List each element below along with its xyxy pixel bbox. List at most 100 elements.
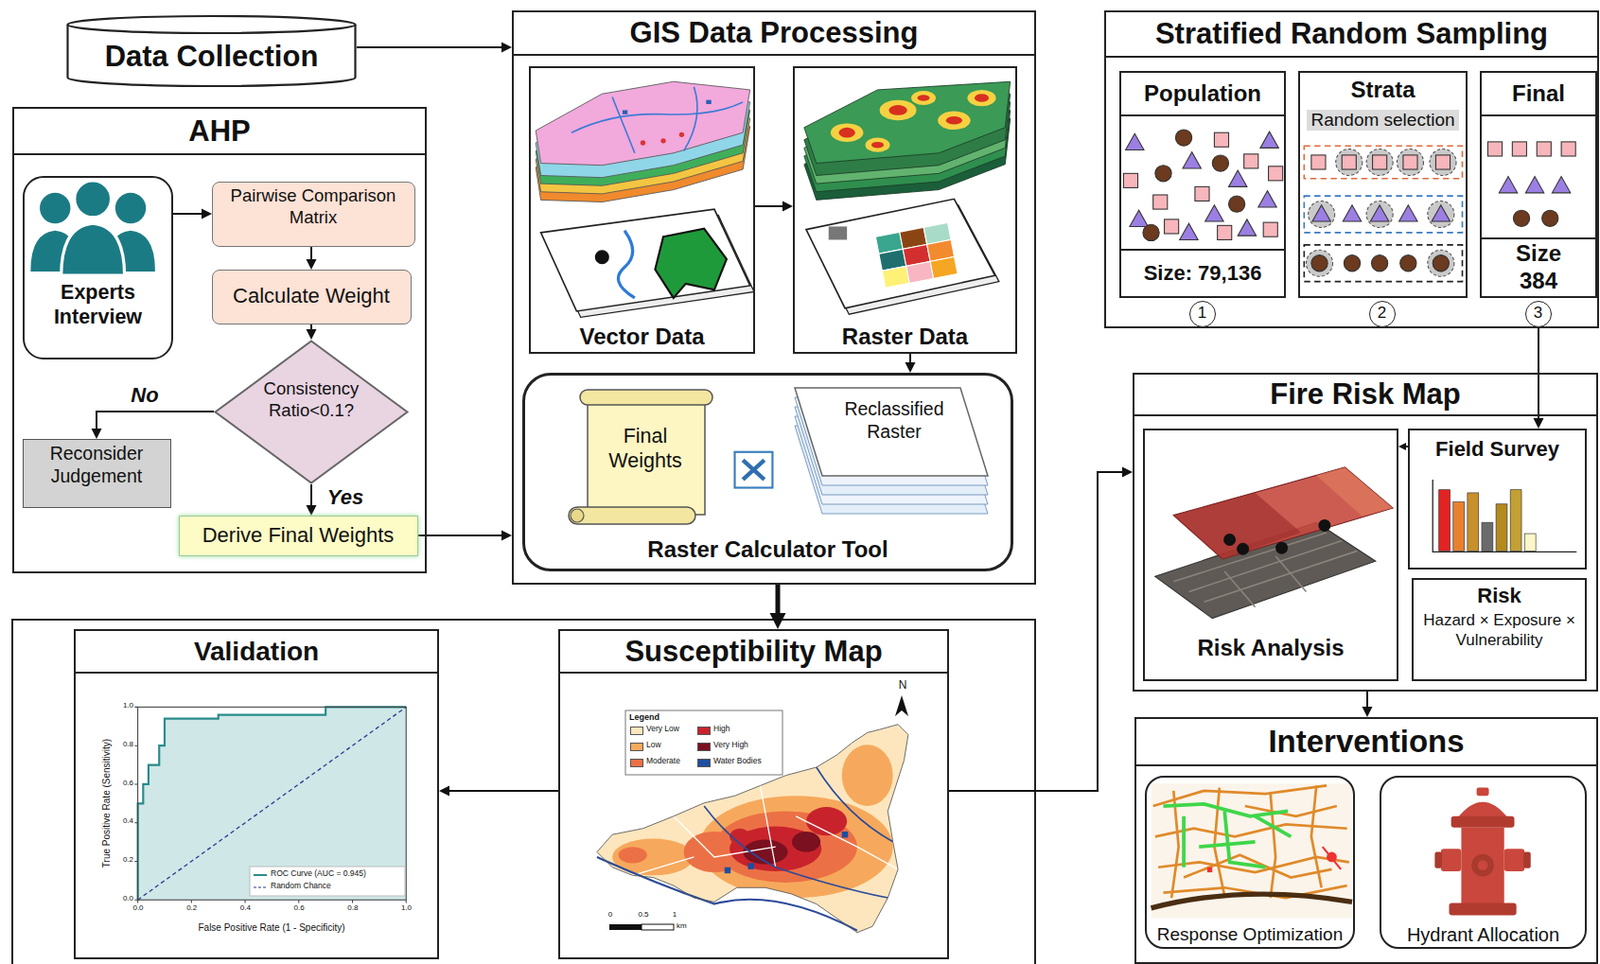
node-text: Susceptibility Map (624, 633, 882, 669)
population-shapes-part (1129, 210, 1148, 227)
connector-line (775, 584, 781, 615)
tick-label: 0.4 (233, 903, 257, 915)
text-box: Population (1121, 72, 1284, 117)
node-text: Vector Data (579, 323, 704, 352)
susceptibility-map-part-part (729, 828, 751, 845)
legend-text: ROC Curve (AUC = 0.945) (270, 869, 404, 881)
text-box: Data Collection (66, 28, 357, 86)
scroll-shape-part (568, 507, 696, 525)
final-shapes-part (1498, 176, 1517, 194)
strata-shapes-part (1372, 155, 1388, 170)
road-map-part (1162, 804, 1291, 868)
arrowhead (306, 329, 317, 340)
experts-icon-part (74, 180, 112, 218)
legend-text: High (713, 724, 780, 738)
population-shapes-part (1123, 173, 1138, 188)
road-map-part (1151, 783, 1353, 918)
image-box: Risk Analysis (1142, 428, 1399, 682)
connector (306, 324, 317, 340)
scaled-art (30, 81, 1577, 932)
experts-icon-part (61, 223, 125, 276)
strata-shapes-part (1303, 245, 1462, 282)
tick-label: 1.0 (109, 701, 134, 713)
risk-layers-part (1173, 492, 1302, 560)
scroll-shape-part (580, 389, 713, 405)
text-box: Hydrant Allocation (1381, 922, 1585, 948)
vector-sheet-part (654, 228, 726, 299)
panel: Susceptibility Map (558, 629, 950, 960)
panel: Validation (73, 629, 440, 960)
connector (356, 42, 512, 53)
susceptibility-map-part-part (618, 846, 648, 863)
connector (418, 530, 512, 542)
population-shapes-part (1212, 155, 1229, 172)
arrowhead (1398, 442, 1407, 451)
raster-sheet-part (806, 198, 996, 308)
multiply-symbol-part (742, 459, 765, 479)
node-text: Random selection (1306, 109, 1459, 132)
node-text: Size 384 (1509, 240, 1568, 296)
strata-shapes-part (1305, 249, 1333, 277)
strata-shapes-part (1311, 155, 1326, 170)
tick-label: 0.0 (126, 903, 150, 915)
raster-layers-part-part (865, 138, 891, 153)
strata-shapes-part (1432, 255, 1449, 272)
connector-line (96, 411, 214, 430)
vector-sheet-part (541, 209, 751, 312)
arrowhead (782, 201, 793, 212)
text-box: Calculate Weight (216, 272, 406, 321)
vector-layers-part (640, 140, 646, 145)
edge-label: No (121, 383, 169, 408)
raster-layers-part-part (917, 94, 931, 101)
node-text: Calculate Weight (232, 283, 390, 309)
text-box: Susceptibility Map (560, 631, 948, 674)
page-art-part (609, 924, 642, 931)
strata-shapes-part (1431, 205, 1450, 222)
node-text: AHP (188, 113, 250, 149)
node-text: Consistency Ratio<0.1? (247, 378, 375, 421)
population-shapes-part (1205, 205, 1224, 222)
text-box: Raster Data (794, 321, 1016, 352)
raster-sheet-part-part (930, 256, 958, 279)
legend-text: Random Chance (270, 881, 404, 894)
vector-layers-part (679, 132, 685, 138)
scale-label: km (676, 921, 698, 933)
node-text: Risk Analysis (1196, 634, 1344, 663)
panel: GIS Data ProcessingVector Data Raster Dat… (511, 10, 1037, 585)
connector-line (755, 205, 784, 208)
connector-line (949, 472, 1124, 792)
road-map-part-part (1153, 785, 1327, 807)
text-box: Field Survey (1409, 434, 1585, 465)
text-box: AHP (14, 108, 425, 156)
legend-text: Water Bodies (713, 756, 780, 770)
callout-number: 2 (1369, 300, 1396, 328)
population-shapes-part (1263, 222, 1278, 237)
raster-layers-part (830, 89, 997, 153)
text-box: Validation (75, 631, 438, 674)
process-box: Calculate Weight (211, 269, 412, 325)
vector-layers-part (660, 138, 666, 143)
strata-shapes-part (1371, 255, 1389, 272)
sample-box: StrataRandom selection (1298, 70, 1468, 299)
node-text: Risk (1476, 583, 1521, 609)
hydrant-part (1471, 854, 1495, 878)
process-box: Reconsider Judgement (22, 439, 172, 509)
page-art-part (253, 886, 267, 888)
hydrant-part (1523, 852, 1531, 869)
population-shapes-part (1175, 129, 1192, 146)
node-text: GIS Data Processing (630, 15, 919, 51)
text-box: Fire Risk Map (1134, 374, 1597, 417)
node-text: Pairwise Comparison Matrix (216, 185, 410, 228)
strata-shapes-part (1303, 145, 1462, 179)
population-shapes-part (1153, 194, 1168, 210)
node-text: Population (1143, 80, 1262, 108)
icon-box: Experts Interview (22, 175, 174, 360)
final-shapes-part (1487, 141, 1502, 157)
text-box: Experts Interview (24, 280, 172, 332)
database-cylinder: Data Collection (66, 15, 357, 88)
tick-label: 0.8 (109, 739, 134, 752)
north-label: N (895, 679, 911, 694)
legend-swatch (630, 726, 644, 736)
susceptibility-map-part-part (703, 767, 894, 898)
vector-sheet (541, 209, 755, 317)
